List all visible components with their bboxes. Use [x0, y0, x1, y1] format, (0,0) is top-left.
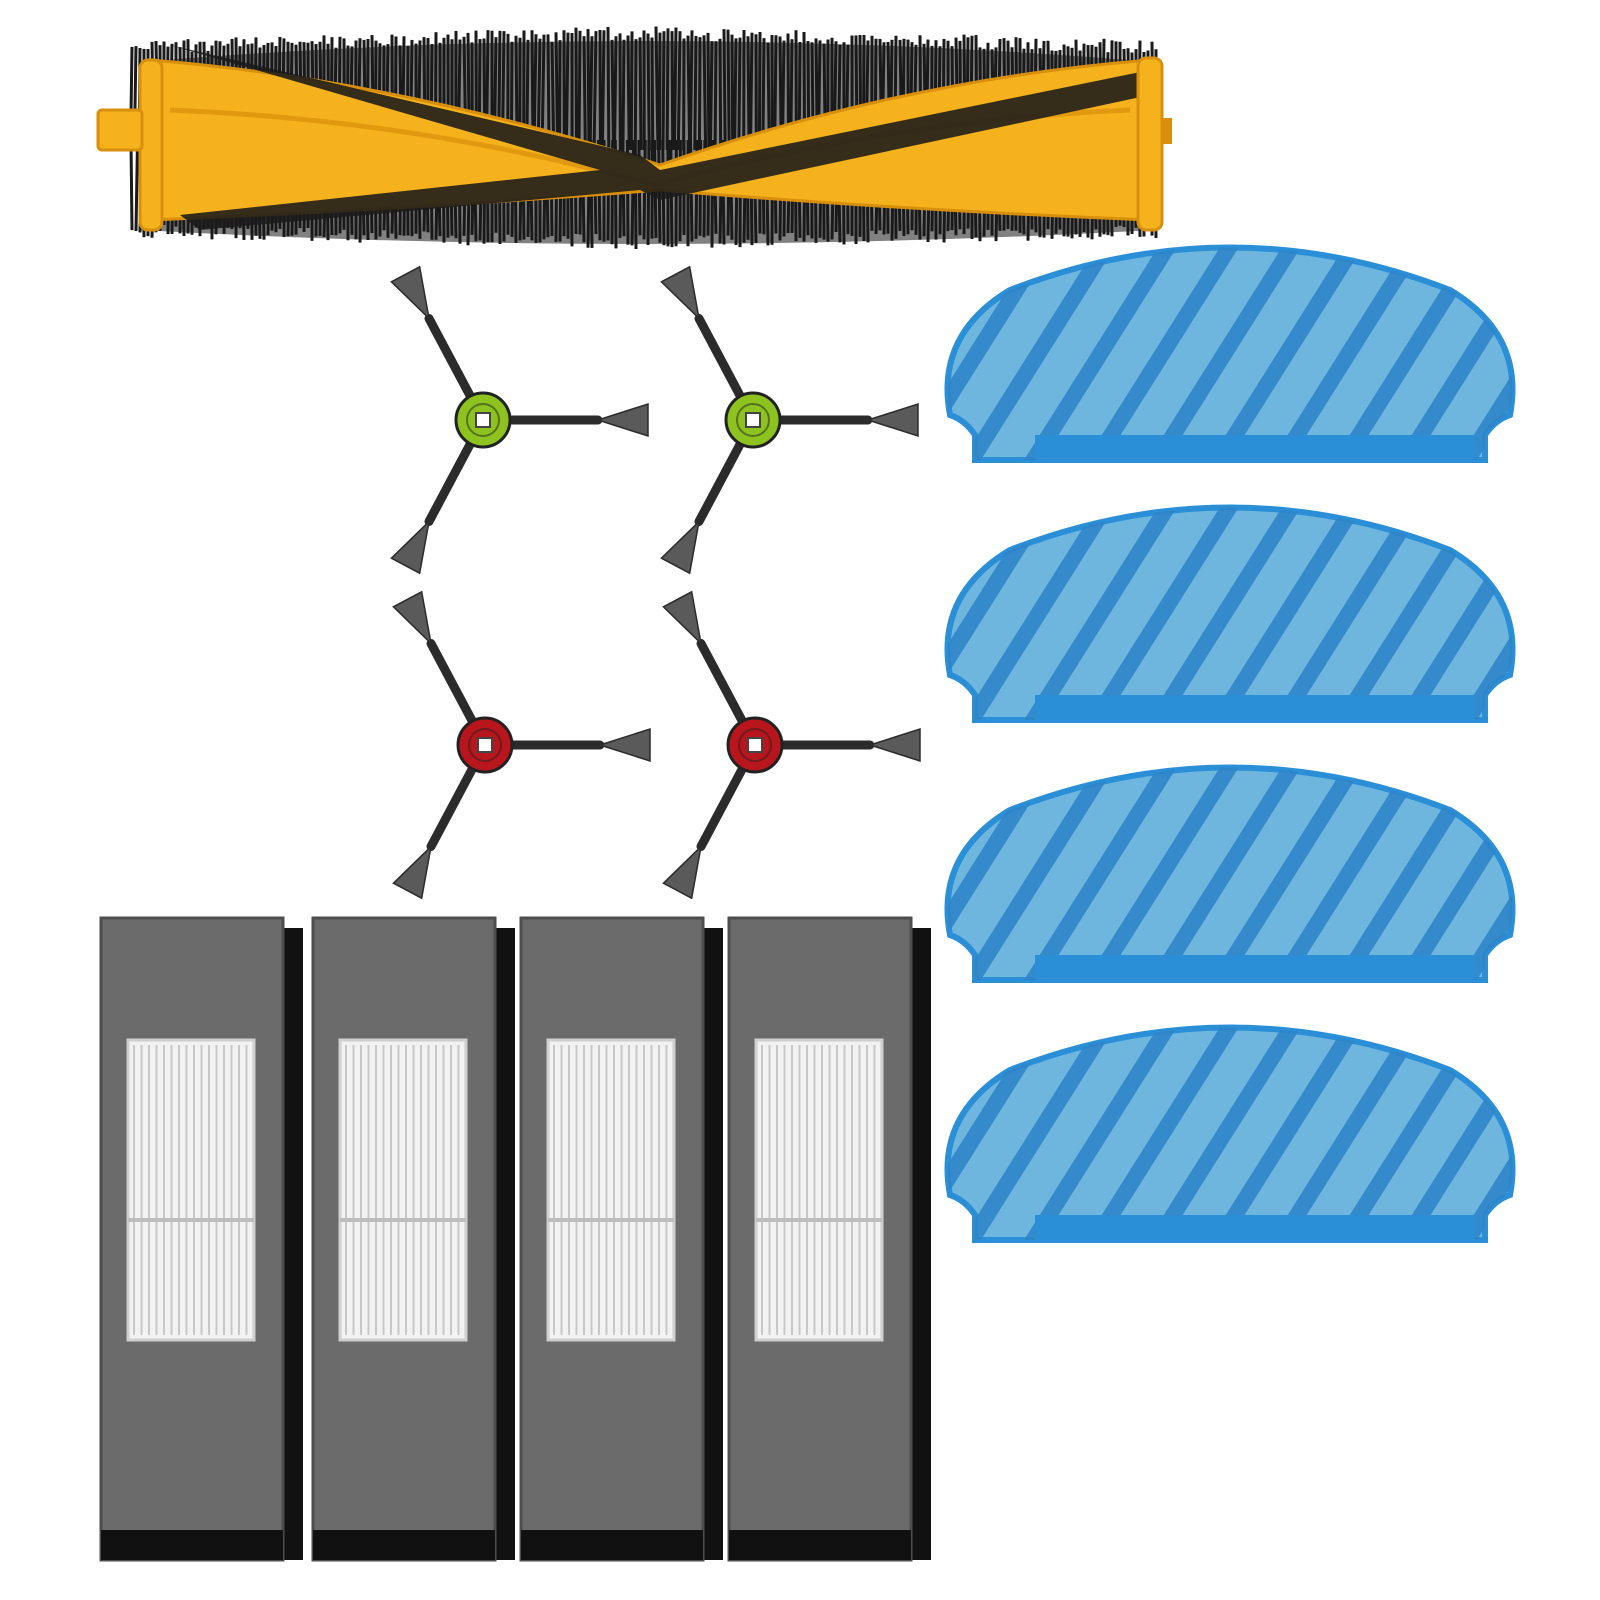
- hub-ring: [466, 403, 500, 437]
- mop-pad-hem: [1035, 435, 1475, 460]
- mop-pad-hem: [1035, 955, 1475, 980]
- filter-pleats: [546, 1038, 676, 1342]
- mop-pad-hem: [1035, 695, 1475, 720]
- hub-ring: [736, 403, 770, 437]
- hepa-filter-set: [99, 916, 931, 1562]
- mop-stripe: [1451, 247, 1513, 460]
- hub-ring: [738, 728, 772, 762]
- hepa-filter: [311, 916, 515, 1562]
- filter-foam-base: [729, 1530, 911, 1560]
- side-brush: [392, 590, 651, 900]
- side-brush-bristle-tuft: [597, 727, 651, 763]
- filter-pleats: [126, 1038, 256, 1342]
- roller-axle-pin: [96, 108, 144, 152]
- filter-foam-base: [313, 1530, 495, 1560]
- mop-stripe: [1079, 767, 1263, 980]
- mop-stripe: [1389, 247, 1513, 460]
- filter-foam-base: [101, 1530, 283, 1560]
- hub-socket: [747, 737, 763, 753]
- side-brush-bristle-tuft: [867, 727, 921, 763]
- roller-end-cap-right: [1136, 56, 1164, 232]
- mop-pad-hem: [1035, 1215, 1475, 1240]
- side-brush: [390, 265, 649, 575]
- hub-socket: [475, 412, 491, 428]
- hepa-filter: [519, 916, 723, 1562]
- mop-pad: [944, 504, 1516, 723]
- side-brush: [660, 265, 919, 575]
- mop-stripe: [1451, 1027, 1513, 1240]
- main-roller-brush: [96, 26, 1172, 249]
- hub-socket: [745, 412, 761, 428]
- roller-axle-stub: [1162, 118, 1172, 144]
- mop-stripe: [1389, 507, 1513, 720]
- hepa-filter: [727, 916, 931, 1562]
- filter-foam-base: [521, 1530, 703, 1560]
- mop-stripe: [1389, 767, 1513, 980]
- side-brush: [662, 590, 921, 900]
- hub-socket: [477, 737, 493, 753]
- side-brush-bristle-tuft: [662, 844, 703, 900]
- filter-pleats: [338, 1038, 468, 1342]
- side-brush-bristle-tuft: [392, 844, 433, 900]
- side-brush-bristle-tuft: [595, 402, 649, 438]
- mop-stripe: [1451, 507, 1513, 720]
- filter-pleats: [754, 1038, 884, 1342]
- side-brush-bristle-tuft: [662, 590, 703, 646]
- mop-stripe: [1079, 1027, 1263, 1240]
- side-brush-bristle-tuft: [390, 265, 431, 321]
- side-brush-bristle-tuft: [660, 265, 701, 321]
- side-brush-set: [390, 265, 921, 900]
- hub-ring: [468, 728, 502, 762]
- rubber-blade: [170, 45, 1150, 230]
- mop-stripe: [1389, 1027, 1513, 1240]
- mop-stripe: [1451, 767, 1513, 980]
- side-brush-bristle-tuft: [390, 519, 431, 575]
- side-brush-bristle-tuft: [392, 590, 433, 646]
- hepa-filter: [99, 916, 303, 1562]
- side-brush-bristle-tuft: [660, 519, 701, 575]
- mop-stripe: [1079, 247, 1263, 460]
- side-brush-bristle-tuft: [865, 402, 919, 438]
- mop-stripe: [1079, 507, 1263, 720]
